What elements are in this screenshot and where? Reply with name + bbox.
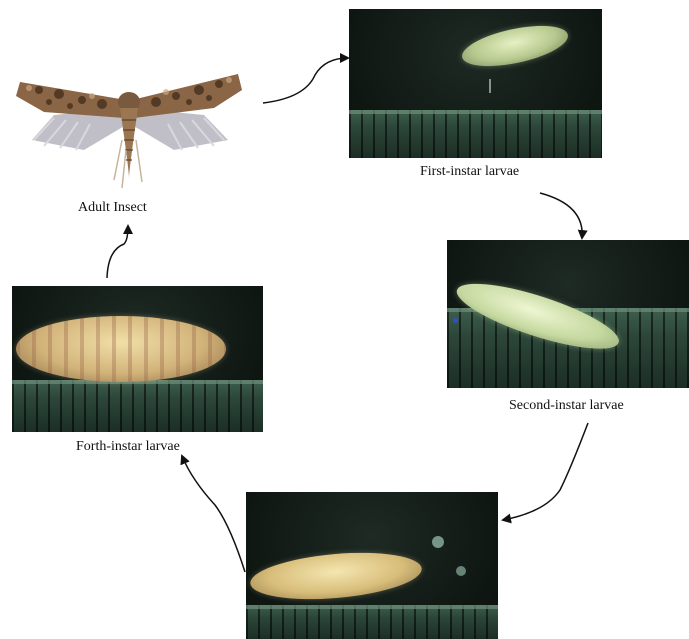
arrow-third-to-fourth: [182, 456, 245, 572]
arrow-adult-to-first: [263, 58, 348, 103]
arrow-second-to-third: [503, 423, 588, 520]
arrow-first-to-second: [540, 193, 582, 238]
arrow-fourth-to-adult: [107, 226, 128, 278]
